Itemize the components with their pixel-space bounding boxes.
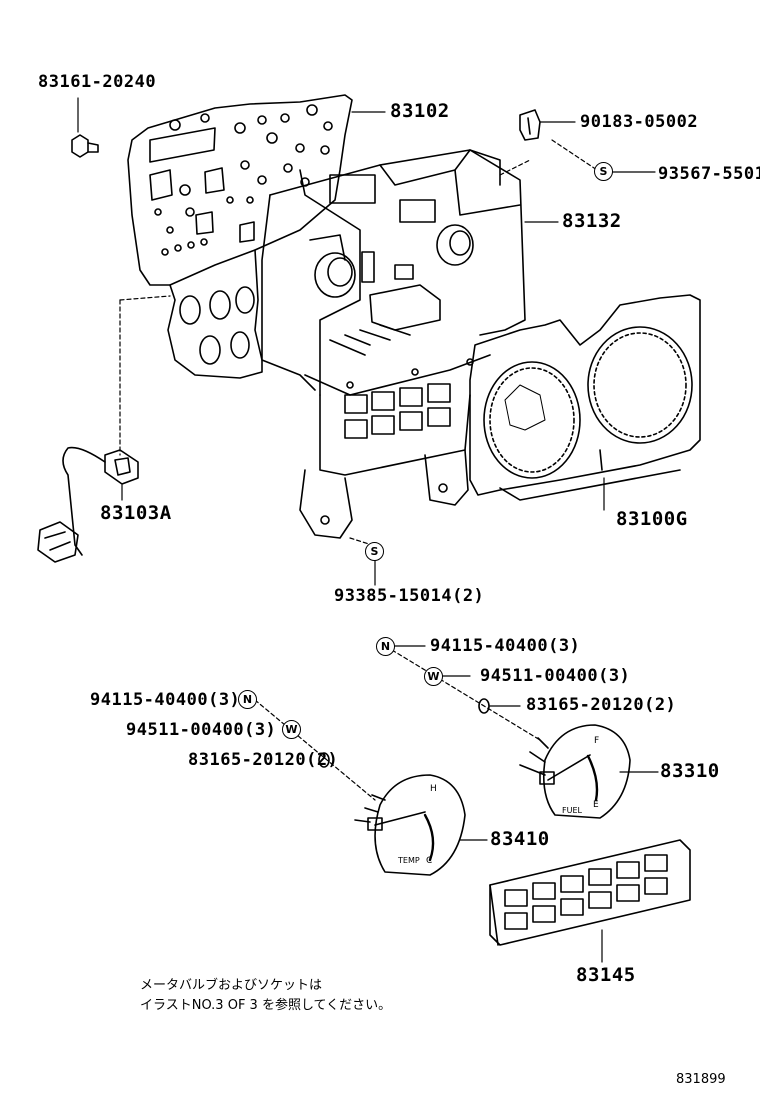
- part-label-housing: 83132: [562, 210, 622, 232]
- fuel-full-mark: F: [594, 736, 600, 746]
- reference-note-line1: メータバルブおよびソケットは: [140, 978, 323, 993]
- leader-lines: [121, 111, 659, 963]
- part-label-washer-right: 94511-00400(3): [480, 666, 631, 686]
- part-label-temp-gauge: 83410: [490, 828, 550, 850]
- part-label-insulator-left: 83165-20120(2): [188, 750, 339, 770]
- clip-drawing: [519, 109, 541, 141]
- screw-s-badge: S: [594, 162, 613, 181]
- part-label-screw-93385: 93385-15014(2): [334, 586, 485, 606]
- temp-cold-mark: C: [426, 856, 433, 866]
- reference-note: メータバルブおよびソケットは イラストNO.3 OF 3 を参照してください。: [140, 976, 391, 1016]
- part-label-insulator-right: 83165-20120(2): [526, 695, 677, 715]
- nut-n-badge-left: N: [238, 690, 257, 709]
- fuel-gauge-drawing: [519, 724, 631, 819]
- temp-hot-mark: H: [430, 784, 437, 794]
- part-label-bolt: 83161-20240: [38, 72, 157, 92]
- part-label-case: 83100G: [616, 508, 688, 530]
- washer-w-badge-left: W: [282, 720, 301, 739]
- bolt-drawing: [71, 97, 99, 158]
- fuel-gauge-label: FUEL: [562, 806, 582, 815]
- part-label-nut-right: 94115-40400(3): [430, 636, 581, 656]
- part-label-nut-left: 94115-40400(3): [90, 690, 241, 710]
- washer-w-badge-right: W: [424, 667, 443, 686]
- case-drawing: [469, 294, 701, 501]
- part-label-circuit-plate: 83102: [390, 100, 450, 122]
- part-label-fuel-gauge: 83310: [660, 760, 720, 782]
- part-label-screw-93567: 93567-5501: [658, 164, 760, 184]
- fuel-empty-mark: E: [593, 800, 599, 810]
- screw-s-badge-lower: S: [365, 542, 384, 561]
- circuit-plate-drawing: [127, 94, 353, 379]
- part-label-socket: 83103A: [100, 502, 172, 524]
- housing-drawing: [261, 149, 526, 539]
- part-label-lens: 83145: [576, 964, 636, 986]
- lens-drawing: [489, 839, 691, 946]
- insulator-ring-right: [478, 698, 490, 714]
- socket-drawing: [37, 295, 171, 563]
- part-label-washer-left: 94511-00400(3): [126, 720, 277, 740]
- part-label-clip: 90183-05002: [580, 112, 699, 132]
- nut-n-badge-right: N: [376, 637, 395, 656]
- temp-gauge-drawing: [354, 774, 466, 876]
- reference-note-line2: イラストNO.3 OF 3 を参照してください。: [140, 998, 392, 1013]
- temp-gauge-label: TEMP: [398, 856, 420, 865]
- figure-reference-number: 831899: [676, 1072, 726, 1087]
- insulator-ring-left: [318, 752, 330, 768]
